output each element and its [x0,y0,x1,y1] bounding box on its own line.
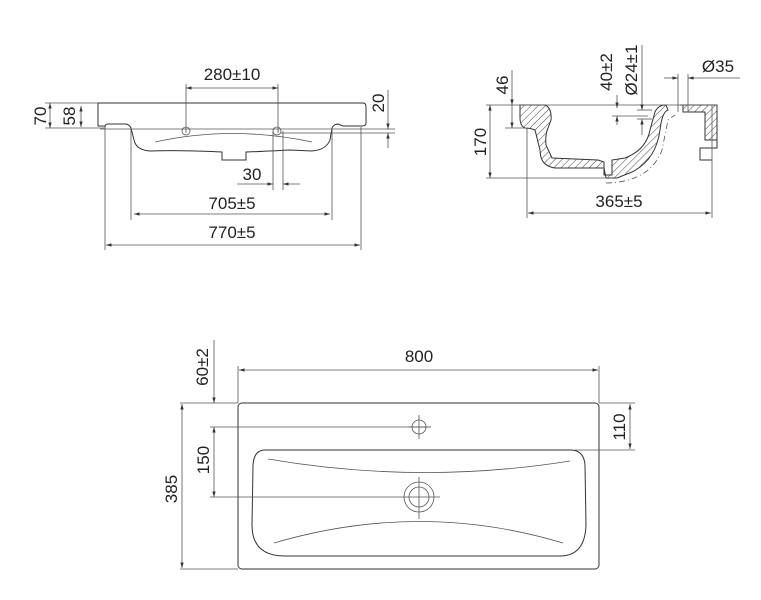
front-tap-hole-right [272,126,282,136]
dim-side-overflow-diameter: Ø24±1 [622,45,641,96]
dim-side-tap-hole: Ø35 [702,57,734,76]
dim-side-overflow-depth: 40±2 [597,53,616,91]
dim-front-outer-width: 770±5 [208,223,255,242]
top-view-basin [251,449,587,557]
dim-top-tap-to-drain: 150 [194,446,213,474]
front-view: 70 58 280±10 20 30 705±5 770±5 [31,65,395,250]
dim-top-width: 800 [405,347,433,366]
dim-front-inner-width: 705±5 [208,194,255,213]
top-view: 800 60±2 150 385 110 [162,340,635,570]
dim-side-height: 170 [471,128,490,156]
dim-side-rim: 46 [493,76,512,95]
side-view-section [519,104,669,179]
dim-front-total-height: 70 [31,107,50,126]
dim-front-hole-offset: 20 [369,94,388,113]
dim-top-depth: 385 [162,475,181,503]
dim-top-back-offset: 60±2 [193,348,212,386]
dim-side-depth: 365±5 [595,192,642,211]
dim-front-hole-spacing: 280±10 [204,65,261,84]
side-view: 170 46 40±2 Ø24±1 Ø35 365±5 [471,45,740,218]
top-view-outline [237,402,600,570]
dim-front-hole-diameter: 30 [243,165,262,184]
front-view-outline [97,102,367,161]
dim-front-rim-height: 58 [60,107,79,126]
dim-top-back-to-basin: 110 [610,413,629,440]
